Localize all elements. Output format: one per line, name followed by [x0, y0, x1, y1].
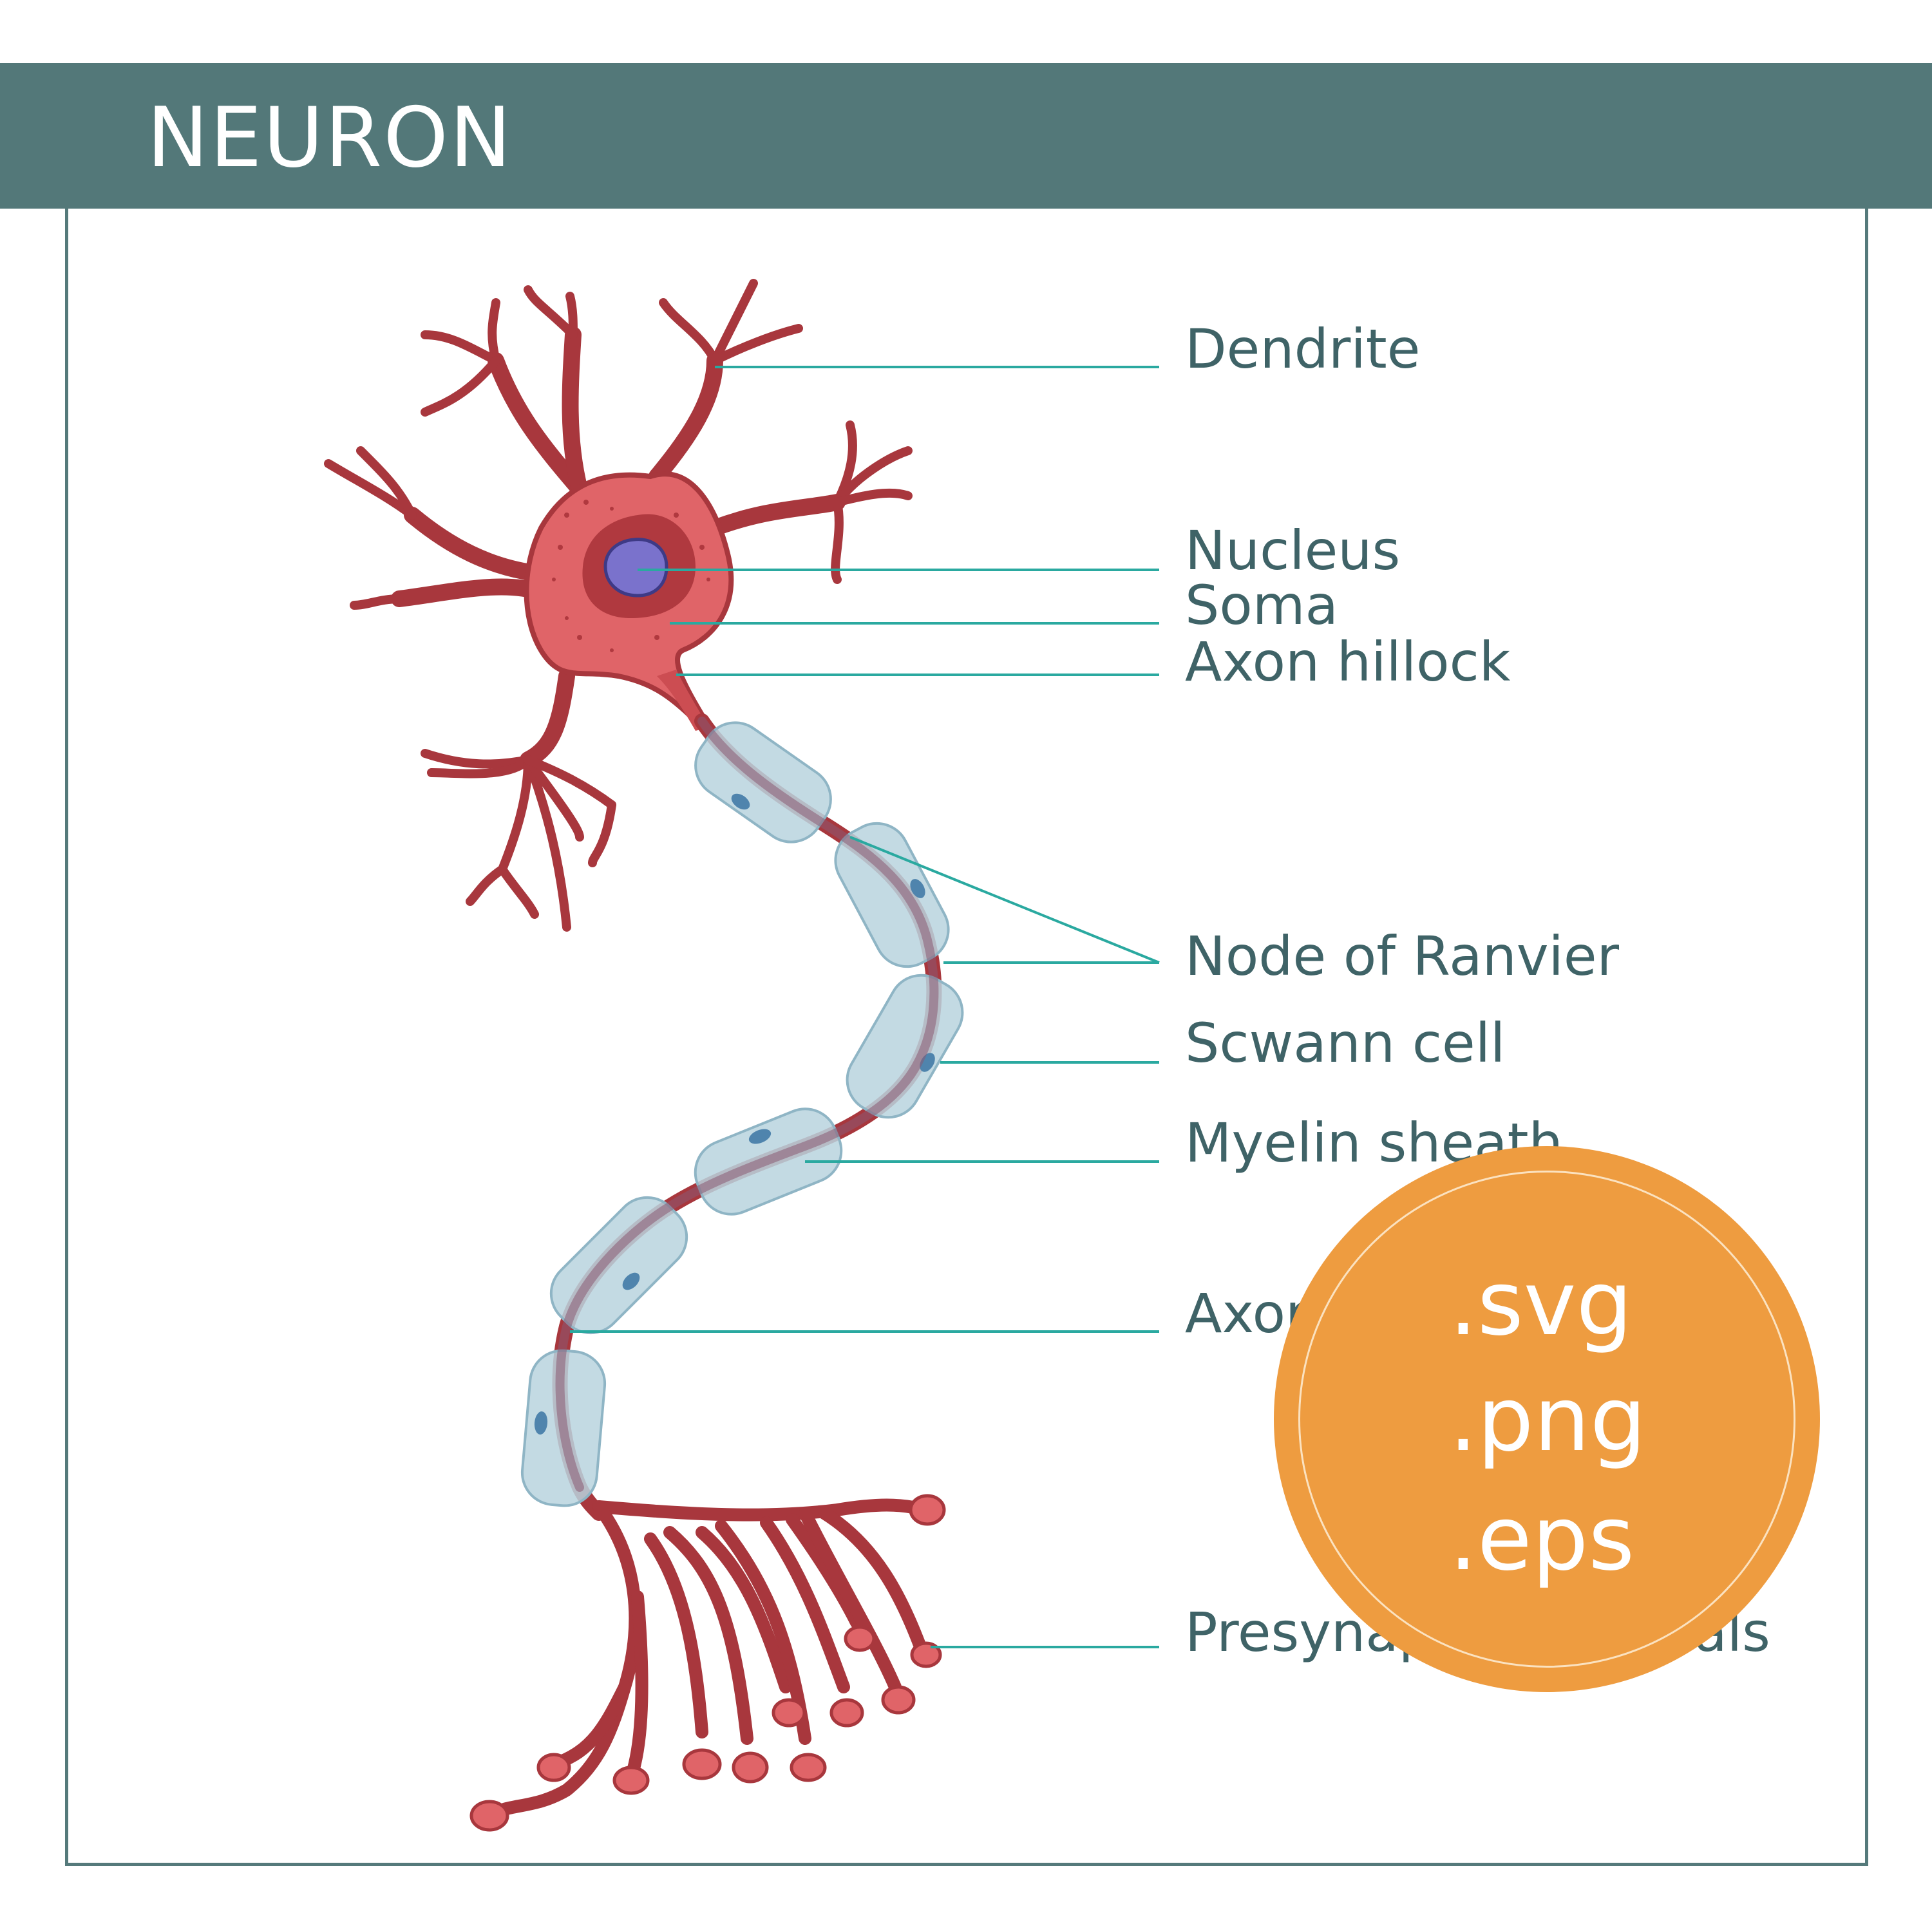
dendrite-branch	[520, 668, 575, 768]
dendrite-branch	[706, 494, 846, 536]
terminal-branch	[592, 1498, 931, 1521]
dendrite-branch	[833, 446, 913, 507]
dendrite-branch	[524, 755, 584, 842]
dendrite-branch	[404, 507, 543, 581]
leader-node-of-ranvier	[849, 836, 1160, 964]
dendrite-branch	[833, 488, 913, 507]
axon-inside-sheath	[555, 717, 939, 1492]
dendrite-branch	[524, 755, 571, 932]
badge-ring	[1298, 1171, 1795, 1668]
leader-lines	[570, 366, 1160, 1648]
dendrite-branch	[562, 326, 588, 498]
terminal-branch	[696, 1526, 792, 1693]
dendrite-branch	[421, 356, 500, 417]
dendrite-branch	[324, 459, 417, 520]
label-axon-hillock: Axon hillock	[1185, 630, 1511, 693]
schwann-cell-segment	[846, 974, 964, 1119]
dendrite-branch	[421, 330, 500, 365]
axon-hillock-shape	[657, 670, 708, 731]
label-schwann-cell: Scwann cell	[1185, 1012, 1506, 1075]
dendrite-branch	[710, 324, 803, 365]
diagram-title: NEURON	[147, 90, 513, 186]
terminal-branch	[760, 1516, 850, 1693]
dendrite-branch	[421, 749, 533, 769]
dendrite-branch	[659, 298, 719, 365]
terminal-branch	[644, 1532, 708, 1738]
terminal-branch	[818, 1507, 927, 1655]
soma-granules	[552, 500, 710, 652]
dendrite-branch	[427, 755, 533, 778]
dendrite-branch	[488, 298, 500, 365]
dendrite-branch	[831, 498, 844, 584]
dendrite-branch	[649, 352, 723, 485]
dendrite-branch	[391, 578, 549, 607]
dendrite-branch	[588, 800, 616, 867]
dendrite-branch	[524, 755, 616, 809]
schwann-nuclei	[534, 793, 935, 1435]
myelin-sheath	[520, 721, 964, 1507]
dendrite-branch	[488, 352, 588, 498]
dendrite-branch	[498, 755, 533, 874]
dendrite-branch	[356, 446, 417, 520]
dendrite-branch	[710, 279, 758, 365]
dendrite-branch	[350, 594, 404, 610]
format-eps: .eps	[1449, 1487, 1635, 1590]
format-svg: .svg	[1449, 1252, 1633, 1355]
dendrite-branch	[466, 865, 507, 906]
format-png: .png	[1449, 1368, 1647, 1471]
terminal-branch	[483, 1500, 642, 1822]
dendrite-branch	[498, 865, 539, 919]
nucleus	[603, 538, 668, 598]
label-nucleus: Nucleus	[1185, 519, 1401, 582]
dendrite-branch	[524, 285, 578, 339]
label-soma: Soma	[1185, 574, 1339, 637]
terminal-boutons	[469, 1494, 946, 1832]
label-node-of-ranvier: Node of Ranvier	[1185, 925, 1620, 988]
terminal-branch	[799, 1507, 902, 1693]
title-banner	[0, 63, 1932, 209]
terminal-branch	[663, 1526, 753, 1745]
terminal-branch	[625, 1590, 649, 1784]
label-dendrite: Dendrite	[1185, 317, 1421, 381]
